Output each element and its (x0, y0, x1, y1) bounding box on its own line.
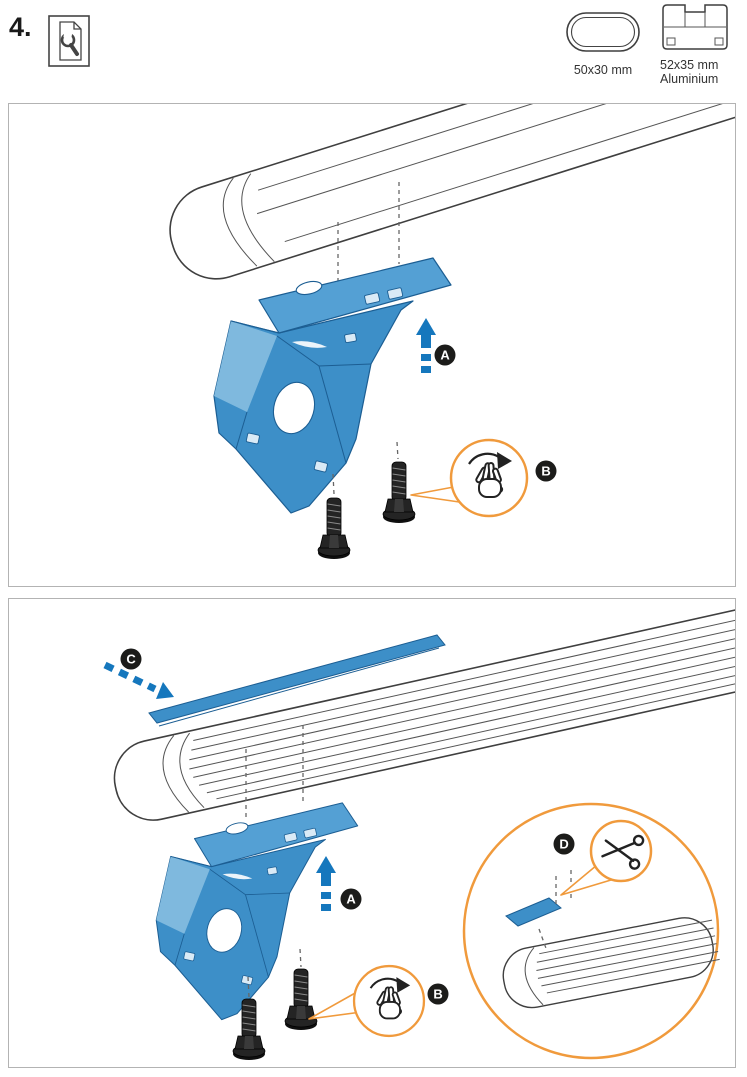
label-d-text: D (559, 837, 568, 852)
assembly-step-panel-bottom: C A B (8, 598, 736, 1068)
push-up-arrow-icon (416, 318, 436, 373)
roof-bar-aluminium (113, 599, 735, 821)
rubber-strip-edge (158, 647, 440, 727)
guide-line (299, 948, 302, 968)
assembly-illustration-bottom: C A B (103, 599, 735, 1061)
detail-roof-bar (502, 917, 720, 1009)
document-wrench-icon (48, 15, 90, 67)
roof-bar-oval (169, 104, 735, 280)
cut-detail-inset: D (462, 802, 720, 1060)
label-b-badge: B (535, 460, 557, 482)
step-number: 4. (9, 12, 32, 42)
flange-bolt (284, 968, 318, 1031)
label-a-text: A (346, 892, 356, 907)
label-c-text: C (126, 652, 136, 667)
hand-rotate-icon (352, 964, 426, 1038)
insert-direction-arrow (103, 661, 174, 699)
guide-line (538, 928, 548, 952)
assembly-illustration-top: A B (169, 104, 735, 560)
flange-bolt (382, 461, 416, 524)
assembly-step-panel-top: A B (8, 103, 736, 587)
aluminium-profile-icon (654, 0, 736, 56)
oval-profile-icon (562, 6, 644, 58)
aluminium-profile-caption: 52x35 mm Aluminium (660, 58, 718, 86)
label-a-badge: A (340, 888, 362, 910)
label-a-text: A (440, 348, 450, 363)
guide-line (332, 473, 335, 495)
rubber-strip (148, 634, 446, 724)
push-up-arrow-icon (316, 856, 336, 911)
label-b-text: B (433, 987, 442, 1002)
rubber-strip-piece (505, 897, 562, 927)
hand-rotate-icon (449, 438, 529, 518)
aluminium-profile-dimension: 52x35 mm (660, 58, 719, 72)
label-d-badge: D (553, 833, 575, 855)
aluminium-profile-material: Aluminium (660, 72, 719, 86)
label-b-badge: B (427, 983, 449, 1005)
oval-profile-dimension: 50x30 mm (573, 63, 633, 77)
guide-line (396, 441, 399, 460)
flange-bolt (317, 497, 351, 560)
label-a-badge: A (434, 344, 456, 366)
label-b-text: B (541, 464, 550, 479)
scissors-icon (589, 819, 653, 883)
label-c-badge: C (120, 648, 142, 670)
foot-bracket (155, 802, 359, 1021)
guide-line (247, 976, 250, 998)
